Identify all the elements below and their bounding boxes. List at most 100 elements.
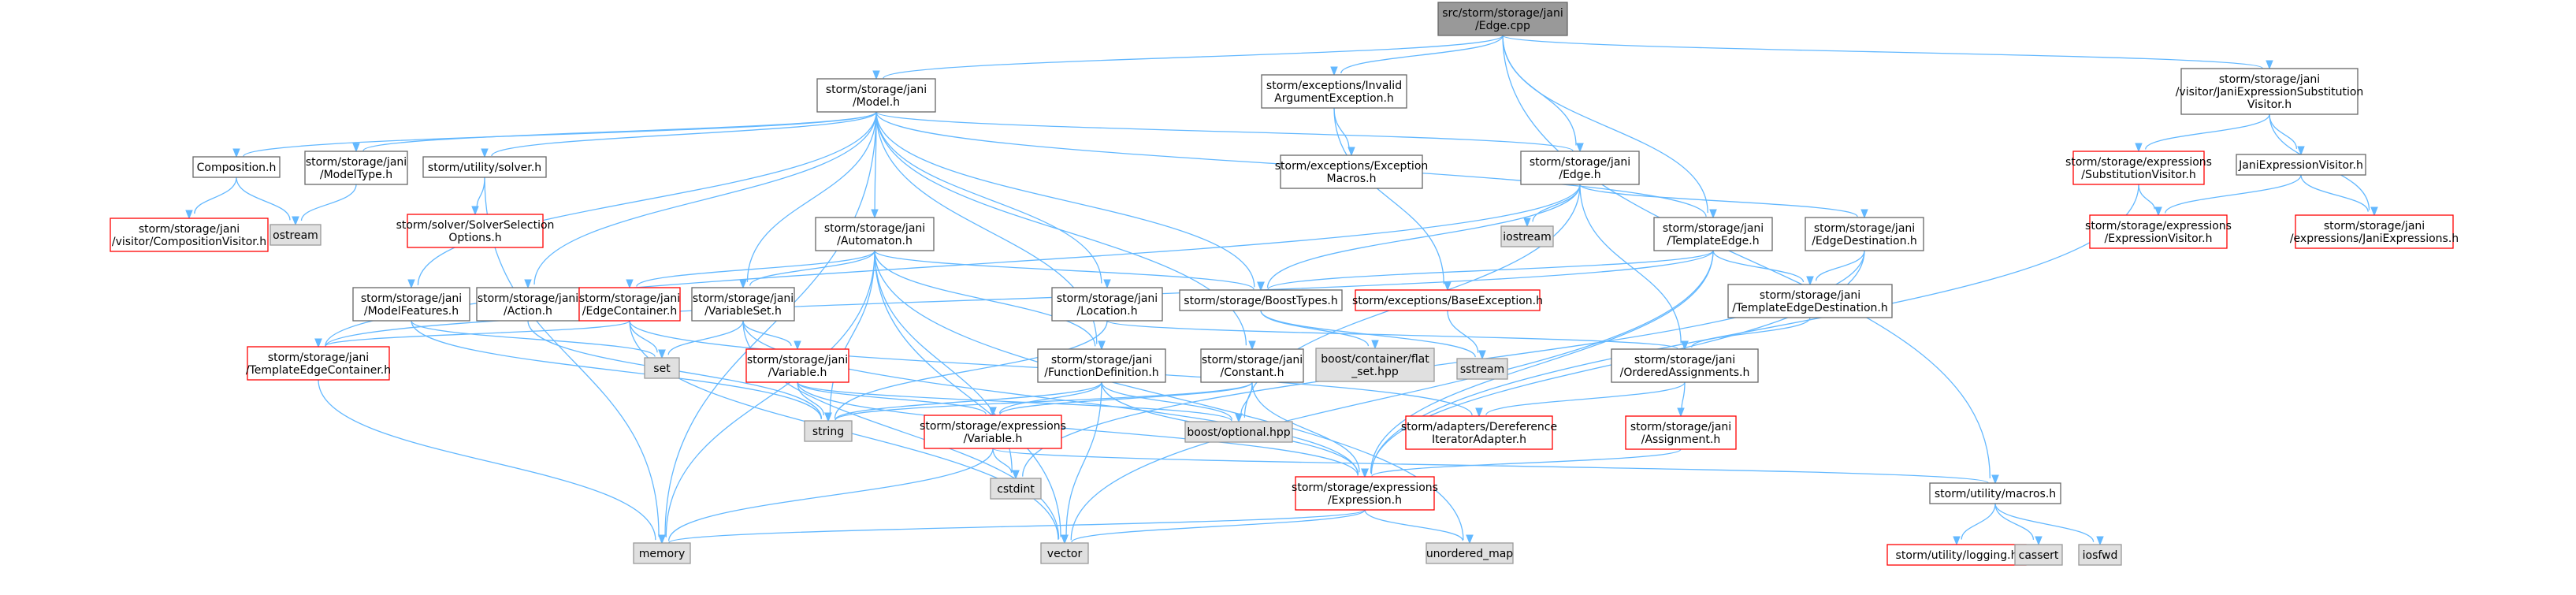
node-funcdef-h[interactable]: storm/storage/jani/FunctionDefinition.h xyxy=(1037,348,1166,383)
node-templateedge-h[interactable]: storm/storage/jani/TemplateEdge.h xyxy=(1653,217,1773,251)
edge-exprvariable_h-to-cstdint xyxy=(992,448,1020,480)
node-templatedest-h[interactable]: storm/storage/jani/TemplateEdgeDestinati… xyxy=(1727,284,1893,318)
node-label-line: storm/utility/logging.h xyxy=(1896,549,2018,562)
node-model-h[interactable]: storm/storage/jani/Model.h xyxy=(816,78,936,113)
node-derefadapter-h[interactable]: storm/adapters/DereferenceIteratorAdapte… xyxy=(1401,415,1557,450)
node-edge-cpp: src/storm/storage/jani/Edge.cpp xyxy=(1437,2,1568,36)
node-modelfeatures-h[interactable]: storm/storage/jani/ModelFeatures.h xyxy=(352,287,470,322)
node-set[interactable]: set xyxy=(644,357,680,379)
node-logging-h[interactable]: storm/utility/logging.h xyxy=(1886,544,2027,566)
node-constant-h[interactable]: storm/storage/jani/Constant.h xyxy=(1200,348,1304,383)
edge-constant_h-to-optional xyxy=(1235,381,1253,423)
node-label-line: Options.h xyxy=(448,232,501,244)
node-box xyxy=(644,357,680,379)
node-label-line: boost/optional.hpp xyxy=(1187,426,1290,439)
node-exprvariable-h[interactable]: storm/storage/expressions/Variable.h xyxy=(920,415,1066,449)
edge-variableset_h-to-set xyxy=(658,320,744,359)
node-invalidarg-h[interactable]: storm/exceptions/InvalidArgumentExceptio… xyxy=(1261,74,1407,109)
node-label-line: /VariableSet.h xyxy=(704,305,782,318)
node-label-line: storm/storage/jani xyxy=(1814,222,1915,235)
edge-janisubst_h-to-substvisitor_h xyxy=(2135,113,2270,153)
node-box xyxy=(1520,151,1640,185)
node-box xyxy=(422,156,547,178)
node-label-line: storm/adapters/Dereference xyxy=(1401,421,1557,433)
node-janiexprs-h[interactable]: storm/storage/jani/expressions/JaniExpre… xyxy=(2290,214,2459,249)
node-string[interactable]: string xyxy=(804,420,853,442)
edge-edge_cpp-to-janisubst_h xyxy=(1502,35,2273,70)
node-label-line: /ModelFeatures.h xyxy=(364,305,459,318)
node-sstream[interactable]: sstream xyxy=(1456,358,1508,380)
edge-constant_h-to-string xyxy=(824,381,1253,422)
node-location-h[interactable]: storm/storage/jani/Location.h xyxy=(1051,287,1163,322)
node-box xyxy=(1653,217,1773,251)
node-compvisitor-h[interactable]: storm/storage/jani/visitor/CompositionVi… xyxy=(110,218,269,252)
node-label-line: /visitor/JaniExpressionSubstitution xyxy=(2176,86,2364,99)
node-label-line: storm/storage/jani xyxy=(2324,220,2425,232)
node-label-line: /Constant.h xyxy=(1221,366,1284,379)
node-variableset-h[interactable]: storm/storage/jani/VariableSet.h xyxy=(691,287,795,322)
node-box xyxy=(1426,542,1514,564)
node-box xyxy=(2180,68,2359,115)
edge-boosttypes_h-to-flatset xyxy=(1260,310,1379,350)
node-substvisitor-h[interactable]: storm/storage/expressions/SubstitutionVi… xyxy=(2065,151,2212,185)
node-box xyxy=(1315,348,1435,382)
node-label-line: ostream xyxy=(273,229,318,242)
node-iostream[interactable]: iostream xyxy=(1500,225,1554,247)
node-solver-h[interactable]: storm/utility/solver.h xyxy=(422,156,547,178)
node-box xyxy=(1886,544,2027,566)
node-memory[interactable]: memory xyxy=(633,542,691,564)
node-variable-h[interactable]: storm/storage/jani/Variable.h xyxy=(745,348,849,383)
node-assignment-h[interactable]: storm/storage/jani/Assignment.h xyxy=(1625,415,1737,450)
node-baseexc-h[interactable]: storm/exceptions/BaseException.h xyxy=(1352,289,1543,311)
node-jedge-h[interactable]: storm/storage/jani/Edge.h xyxy=(1520,151,1640,185)
node-box xyxy=(1805,217,1924,251)
node-label-line: storm/storage/expressions xyxy=(920,420,1066,433)
node-composition-h[interactable]: Composition.h xyxy=(192,156,281,178)
node-janiexprvisitor-h[interactable]: JaniExpressionVisitor.h xyxy=(2236,154,2366,176)
node-modeltype-h[interactable]: storm/storage/jani/ModelType.h xyxy=(304,151,408,185)
node-label-line: /Model.h xyxy=(853,96,900,109)
edge-model_h-to-jedge_h xyxy=(875,111,1584,153)
node-automaton-h[interactable]: storm/storage/jani/Automaton.h xyxy=(815,217,935,251)
node-edgedest-h[interactable]: storm/storage/jani/EdgeDestination.h xyxy=(1805,217,1924,251)
node-label-line: /Variable.h xyxy=(768,366,827,379)
node-unordered-map[interactable]: unordered_map xyxy=(1426,542,1514,564)
node-exprvisitor-h[interactable]: storm/storage/expressions/ExpressionVisi… xyxy=(2085,214,2232,249)
node-action-h[interactable]: storm/storage/jani/Action.h xyxy=(476,287,580,322)
node-edgecontainer-h[interactable]: storm/storage/jani/EdgeContainer.h xyxy=(578,287,681,322)
node-templatecontainer-h[interactable]: storm/storage/jani/TemplateEdgeContainer… xyxy=(246,346,391,381)
node-box xyxy=(1727,284,1893,318)
node-label-line: /Edge.cpp xyxy=(1475,20,1530,32)
edge-edgedest_h-to-templatedest_h xyxy=(1806,250,1865,286)
node-box xyxy=(304,151,408,185)
node-box xyxy=(1929,482,2061,504)
node-cstdint[interactable]: cstdint xyxy=(990,478,1042,500)
node-flatset[interactable]: boost/container/flat_set.hpp xyxy=(1315,348,1435,382)
node-box xyxy=(2089,214,2228,249)
edge-model_h-to-modeltype_h xyxy=(352,111,877,153)
edge-model_h-to-modelfeatures_h xyxy=(407,111,877,289)
node-label-line: cstdint xyxy=(997,483,1035,496)
node-expression-h[interactable]: storm/storage/expressions/Expression.h xyxy=(1292,476,1438,511)
node-box xyxy=(1179,289,1343,311)
node-iosfwd[interactable]: iosfwd xyxy=(2078,544,2122,566)
node-boosttypes-h[interactable]: storm/storage/BoostTypes.h xyxy=(1179,289,1343,311)
node-vector[interactable]: vector xyxy=(1040,542,1089,564)
node-box xyxy=(924,415,1062,449)
edge-variableset_h-to-expression_h xyxy=(742,320,1369,478)
node-macros-h[interactable]: storm/utility/macros.h xyxy=(1929,482,2061,504)
node-label-line: storm/storage/jani xyxy=(1051,354,1152,366)
node-cassert[interactable]: cassert xyxy=(2014,544,2063,566)
node-janisubst-h[interactable]: storm/storage/jani/visitor/JaniExpressio… xyxy=(2176,68,2364,115)
node-orderedassign-h[interactable]: storm/storage/jani/OrderedAssignments.h xyxy=(1611,348,1759,383)
node-label-line: /Expression.h xyxy=(1328,494,1402,507)
node-box xyxy=(1405,415,1553,450)
edge-orderedassign_h-to-assignment_h xyxy=(1677,381,1686,418)
node-optional[interactable]: boost/optional.hpp xyxy=(1184,421,1293,443)
node-ostream[interactable]: ostream xyxy=(269,224,322,246)
edge-expression_h-to-memory xyxy=(658,509,1366,545)
edge-templateedge_h-to-boosttypes_h xyxy=(1257,250,1714,292)
